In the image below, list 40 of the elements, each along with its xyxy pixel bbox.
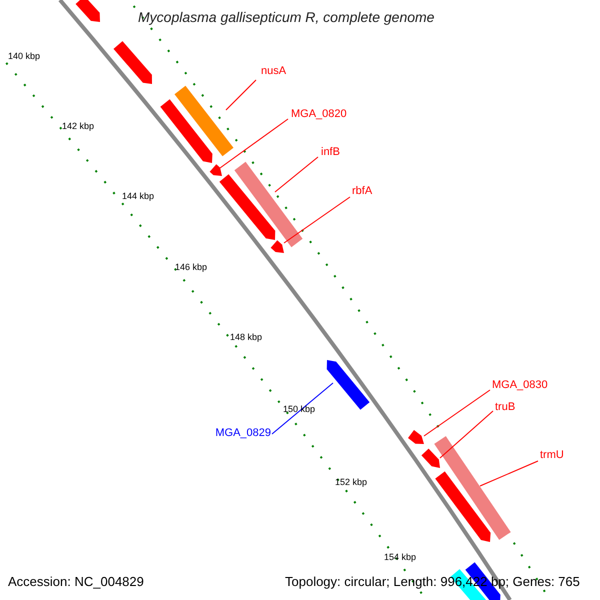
gene-feature — [326, 360, 370, 410]
leader-line — [274, 156, 318, 192]
leader-line — [480, 460, 538, 486]
gene-feature — [435, 471, 491, 542]
gene-band — [174, 86, 234, 156]
gene-feature — [219, 174, 276, 240]
summary-text: Topology: circular; Length: 996,422 bp; Genes: 765 — [285, 575, 580, 588]
gene-label: MGA_0830 — [492, 380, 548, 391]
gene-feature — [114, 41, 152, 84]
gene-label: rbfA — [352, 186, 372, 197]
tick-label: 146 kbp — [175, 263, 208, 272]
accession-text: Accession: NC_004829 — [8, 575, 144, 588]
leader-line — [226, 80, 256, 110]
gene-feature — [270, 240, 284, 253]
leader-line — [272, 382, 334, 434]
gene-label: trmU — [540, 450, 564, 461]
gene-band — [434, 436, 511, 540]
gene-feature — [76, 0, 100, 22]
tick-label: 150 kbp — [283, 405, 316, 414]
leader-line — [284, 196, 350, 244]
gene-feature — [210, 164, 222, 176]
tick-label: 148 kbp — [230, 333, 262, 342]
leader-line — [220, 118, 288, 168]
gene-label: infB — [321, 147, 340, 158]
gene-label: truB — [495, 402, 516, 413]
gene-feature — [421, 448, 440, 468]
tick-label: 154 kbp — [384, 553, 416, 562]
gene-band — [234, 162, 303, 248]
leader-line — [424, 390, 490, 436]
leader-line — [440, 410, 494, 458]
gene-feature — [160, 99, 212, 163]
gene-feature — [408, 430, 424, 444]
tick-label: 140 kbp — [8, 52, 40, 61]
tick-label: 144 kbp — [122, 192, 154, 201]
gene-label: nusA — [261, 66, 286, 77]
tick-label: 152 kbp — [335, 478, 368, 487]
map-title: Mycoplasma gallisepticum R, complete genome — [138, 10, 434, 24]
gene-label: MGA_0829 — [215, 428, 271, 439]
tick-label: 142 kbp — [62, 122, 94, 131]
gene-label: MGA_0820 — [291, 109, 347, 120]
